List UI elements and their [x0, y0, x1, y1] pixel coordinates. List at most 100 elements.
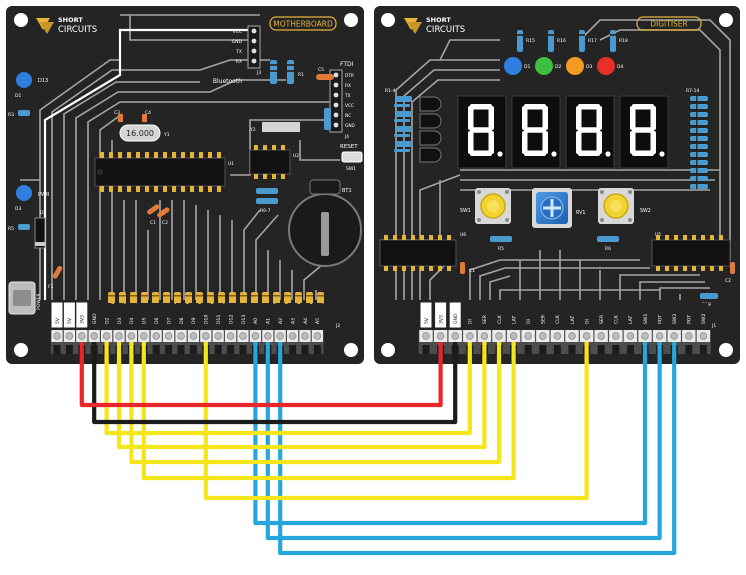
resistor	[284, 292, 291, 304]
terminal-screw-icon[interactable]	[164, 332, 173, 340]
terminal-screw-icon[interactable]	[214, 332, 222, 340]
terminal-screw-icon[interactable]	[451, 332, 459, 340]
logo-line1: SHORT	[426, 16, 451, 24]
terminal-screw-icon[interactable]	[288, 332, 297, 340]
terminal-slot[interactable]	[227, 345, 235, 354]
terminal-screw-icon[interactable]	[495, 332, 503, 340]
resistor	[690, 96, 708, 101]
terminal-screw-icon[interactable]	[202, 332, 210, 340]
switch-sw1[interactable]	[475, 188, 511, 224]
terminal-slot[interactable]	[626, 345, 634, 354]
terminal-slot[interactable]	[289, 345, 297, 354]
terminal-screw-icon[interactable]	[189, 332, 198, 340]
terminal-slot[interactable]	[422, 345, 430, 354]
resistor	[690, 120, 708, 125]
terminal-screw-icon[interactable]	[626, 332, 635, 340]
terminal-slot[interactable]	[214, 345, 222, 354]
bluetooth-pins	[251, 28, 257, 64]
terminal-screw-icon[interactable]	[436, 332, 445, 340]
terminal-screw-icon[interactable]	[612, 332, 620, 340]
terminal-screw-icon[interactable]	[251, 332, 260, 340]
chip-pin	[136, 152, 140, 158]
terminal-screw-icon[interactable]	[641, 332, 649, 340]
terminal-slot[interactable]	[53, 345, 61, 354]
terminal-slot[interactable]	[65, 345, 73, 354]
terminal-screw-icon[interactable]	[568, 332, 576, 340]
terminal-slot[interactable]	[597, 345, 605, 354]
terminal-screw-icon[interactable]	[466, 332, 474, 340]
terminal-screw-icon[interactable]	[152, 332, 160, 340]
header-label-box	[435, 302, 447, 328]
terminal-slot[interactable]	[568, 345, 576, 354]
terminal-slot[interactable]	[524, 345, 532, 354]
terminal-screw-icon[interactable]	[53, 332, 61, 340]
terminal-screw-icon[interactable]	[140, 332, 148, 340]
terminal-screw-icon[interactable]	[524, 332, 532, 340]
jumper-wire	[265, 342, 662, 541]
resistor	[185, 292, 192, 304]
terminal-slot[interactable]	[313, 345, 321, 354]
terminal-slot[interactable]	[553, 345, 561, 354]
resistor-band	[696, 160, 698, 165]
terminal-screw-icon[interactable]	[127, 332, 136, 340]
terminal-screw-icon[interactable]	[582, 332, 591, 340]
terminal-screw-icon[interactable]	[597, 332, 605, 340]
terminal-screw-icon[interactable]	[78, 332, 86, 340]
terminal-screw-icon[interactable]	[509, 332, 518, 340]
resistor-band	[696, 136, 698, 141]
terminal-screw-icon[interactable]	[90, 332, 98, 340]
terminal-slot[interactable]	[152, 345, 160, 354]
terminal-screw-icon[interactable]	[685, 332, 693, 340]
crystal-y2	[262, 122, 300, 132]
header-label-box	[581, 303, 592, 327]
terminal-screw-icon[interactable]	[539, 332, 547, 340]
resistor	[690, 176, 708, 181]
terminal-slot[interactable]	[239, 345, 247, 354]
reset-button[interactable]	[341, 151, 363, 163]
resistor	[394, 149, 410, 152]
capacitor-c4	[142, 114, 147, 122]
terminal-screw-icon[interactable]	[655, 332, 664, 340]
header-label-box	[552, 303, 563, 327]
terminal-slot[interactable]	[699, 345, 707, 354]
resistor-r19	[700, 293, 718, 299]
terminal-screw-icon[interactable]	[65, 332, 74, 340]
terminal-screw-icon[interactable]	[480, 332, 489, 340]
terminal-screw-icon[interactable]	[301, 332, 309, 340]
terminal-screw-icon[interactable]	[239, 332, 247, 340]
terminal-screw-icon[interactable]	[226, 332, 235, 340]
header-pin-label: D13	[241, 315, 247, 324]
terminal-screw-icon[interactable]	[276, 332, 284, 340]
terminal-screw-icon[interactable]	[553, 332, 562, 340]
segment	[488, 106, 494, 130]
potentiometer-rv1[interactable]	[532, 188, 572, 228]
terminal-slot[interactable]	[189, 345, 197, 354]
chip-pin	[127, 152, 131, 158]
terminal-screw-icon[interactable]	[177, 332, 185, 340]
switch-sw2[interactable]	[598, 188, 634, 224]
resistor	[690, 136, 708, 141]
header-label-box	[494, 303, 504, 327]
terminal-slot[interactable]	[165, 345, 173, 354]
terminal-screw-icon[interactable]	[670, 332, 678, 340]
terminal-screw-icon[interactable]	[313, 332, 322, 340]
header-label-box	[51, 302, 63, 328]
terminal-slot[interactable]	[612, 345, 620, 354]
resistor-band	[517, 34, 523, 36]
terminal-slot[interactable]	[301, 345, 309, 354]
header-label-box	[163, 303, 174, 327]
terminal-screw-icon[interactable]	[115, 332, 123, 340]
chip-pin	[154, 186, 158, 192]
resistor	[394, 104, 410, 107]
header-pin-label: D5	[142, 317, 148, 324]
terminal-screw-icon[interactable]	[102, 332, 111, 340]
header-pin-label: D3	[117, 317, 123, 324]
terminal-screw-icon[interactable]	[264, 332, 272, 340]
terminal-slot[interactable]	[539, 345, 547, 354]
terminal-slot[interactable]	[685, 345, 693, 354]
terminal-slot[interactable]	[177, 345, 185, 354]
terminal-screw-icon[interactable]	[699, 332, 708, 340]
segment	[524, 127, 546, 133]
header-label-box	[275, 303, 286, 327]
terminal-screw-icon[interactable]	[422, 332, 430, 340]
